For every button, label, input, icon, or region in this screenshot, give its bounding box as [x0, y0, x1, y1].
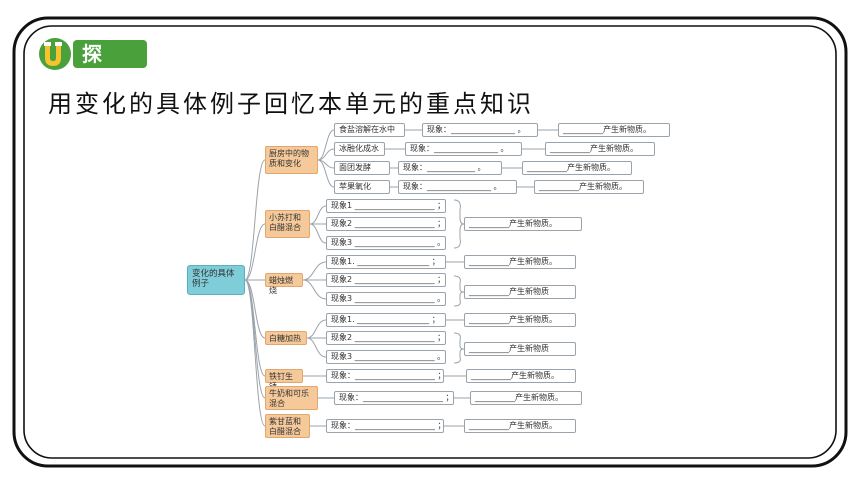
- phenomenon-field: 现象：____________________ ；: [334, 391, 454, 405]
- result-field: __________产生新物质。: [534, 180, 644, 194]
- item-salt-dissolve: 食盐溶解在水中: [334, 123, 405, 137]
- result-field: __________产生新物质。: [466, 369, 576, 383]
- phenomenon-field: 现象2 ____________________ ；: [326, 273, 446, 287]
- item-ice-melt: 冰融化成水: [334, 142, 385, 156]
- explore-badge-label: 探 索: [82, 42, 110, 94]
- result-field: __________产生新物质。: [522, 161, 632, 175]
- category-red-cabbage-vinegar: 紫甘蓝和白醋混合: [265, 414, 310, 438]
- item-dough-ferment: 面团发酵: [334, 161, 390, 175]
- page-title: 用变化的具体例子回忆本单元的重点知识: [48, 90, 534, 118]
- result-field: __________产生新物质。: [464, 255, 576, 269]
- result-field: __________产生新物质。: [464, 419, 576, 433]
- result-field: __________产生新物质。: [464, 217, 582, 231]
- category-kitchen: 厨房中的物质和变化: [265, 146, 318, 174]
- result-field: __________产生新物质。: [470, 391, 582, 405]
- result-field: __________产生新物质: [464, 342, 576, 356]
- category-milk-cola: 牛奶和可乐混合: [265, 386, 318, 410]
- result-field: __________产生新物质。: [558, 123, 670, 137]
- explore-badge: [39, 38, 147, 70]
- result-field: __________产生新物质。: [545, 142, 655, 156]
- phenomenon-field: 现象3 ____________________ 。: [326, 236, 446, 250]
- magnet-icon: [45, 45, 61, 66]
- category-sugar-heating: 白糖加热: [265, 331, 307, 345]
- result-field: __________产生新物质: [464, 285, 576, 299]
- phenomenon-field: 现象：________________ 。: [405, 142, 522, 156]
- result-field: __________产生新物质。: [464, 313, 576, 327]
- mindmap-root: 变化的具体例子: [187, 265, 245, 295]
- phenomenon-field: 现象3 ____________________ 。: [326, 292, 446, 306]
- category-candle-burning: 蜡烛燃烧: [265, 273, 303, 295]
- category-iron-nail-rust: 铁钉生锈: [265, 369, 303, 391]
- phenomenon-field: 现象3 ____________________ 。: [326, 350, 446, 364]
- phenomenon-field: 现象2 ____________________ ；: [326, 217, 446, 231]
- phenomenon-field: 现象：________________ 。: [422, 123, 538, 137]
- phenomenon-field: 现象2 ____________________ ；: [326, 331, 446, 345]
- phenomenon-field: 现象：________________ 。: [398, 180, 517, 194]
- item-apple-oxidize: 苹果氧化: [334, 180, 390, 194]
- category-baking-soda-vinegar: 小苏打和白醋混合: [265, 210, 310, 238]
- phenomenon-field: 现象1. __________________ ；: [326, 313, 446, 327]
- phenomenon-field: 现象：____________________ ；: [326, 419, 444, 433]
- phenomenon-field: 现象1. __________________ ；: [326, 255, 446, 269]
- phenomenon-field: 现象：____________________ ；: [326, 369, 444, 383]
- phenomenon-field: 现象：____________ 。: [398, 161, 502, 175]
- phenomenon-field: 现象1 ____________________ ；: [326, 199, 446, 213]
